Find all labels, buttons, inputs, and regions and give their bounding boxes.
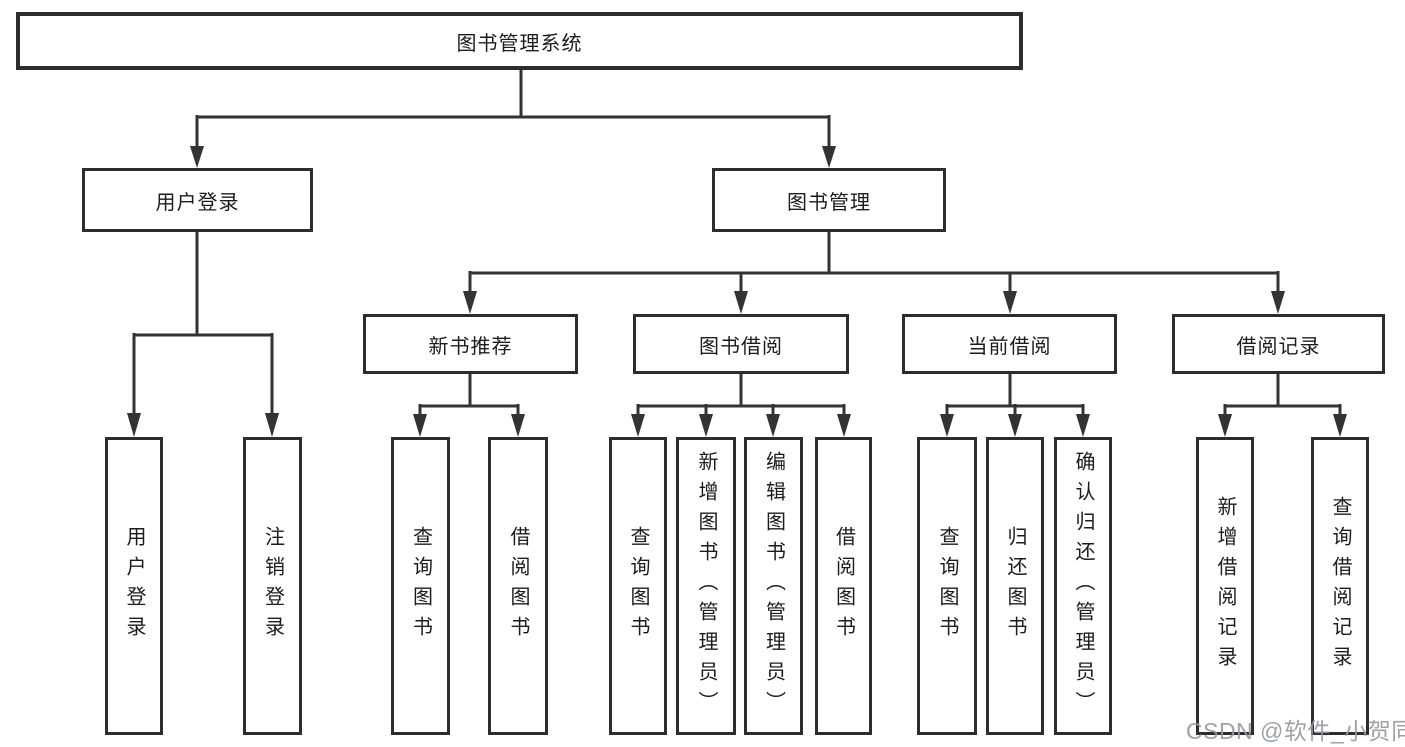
- node-current-borrowing: 当前借阅: [902, 314, 1117, 374]
- leaf-borrow-books-recommend: 借阅图书: [488, 437, 548, 735]
- leaf-logout: 注销登录: [243, 437, 302, 735]
- node-new-book-recommend: 新书推荐: [363, 314, 578, 374]
- leaf-add-borrow-record: 新增借阅记录: [1196, 437, 1254, 735]
- leaf-confirm-return-admin: 确认归还（管理员）: [1054, 437, 1112, 735]
- node-book-borrowing: 图书借阅: [633, 314, 849, 374]
- leaf-query-books-current: 查询图书: [917, 437, 977, 735]
- leaf-query-borrow-record: 查询借阅记录: [1311, 437, 1369, 735]
- leaf-query-books-borrowing: 查询图书: [609, 437, 667, 735]
- node-book-management: 图书管理: [712, 168, 946, 232]
- csdn-watermark: CSDN @软件_小贺同学: [1186, 718, 1405, 744]
- leaf-user-login: 用户登录: [105, 437, 163, 735]
- leaf-return-books: 归还图书: [986, 437, 1044, 735]
- node-user-login: 用户登录: [82, 168, 313, 232]
- leaf-query-books-recommend: 查询图书: [391, 437, 450, 735]
- node-borrow-records: 借阅记录: [1172, 314, 1385, 374]
- leaf-add-books-admin: 新增图书（管理员）: [676, 437, 736, 735]
- leaf-edit-books-admin: 编辑图书（管理员）: [744, 437, 803, 735]
- node-library-management-system: 图书管理系统: [16, 12, 1023, 70]
- leaf-borrow-books: 借阅图书: [815, 437, 872, 735]
